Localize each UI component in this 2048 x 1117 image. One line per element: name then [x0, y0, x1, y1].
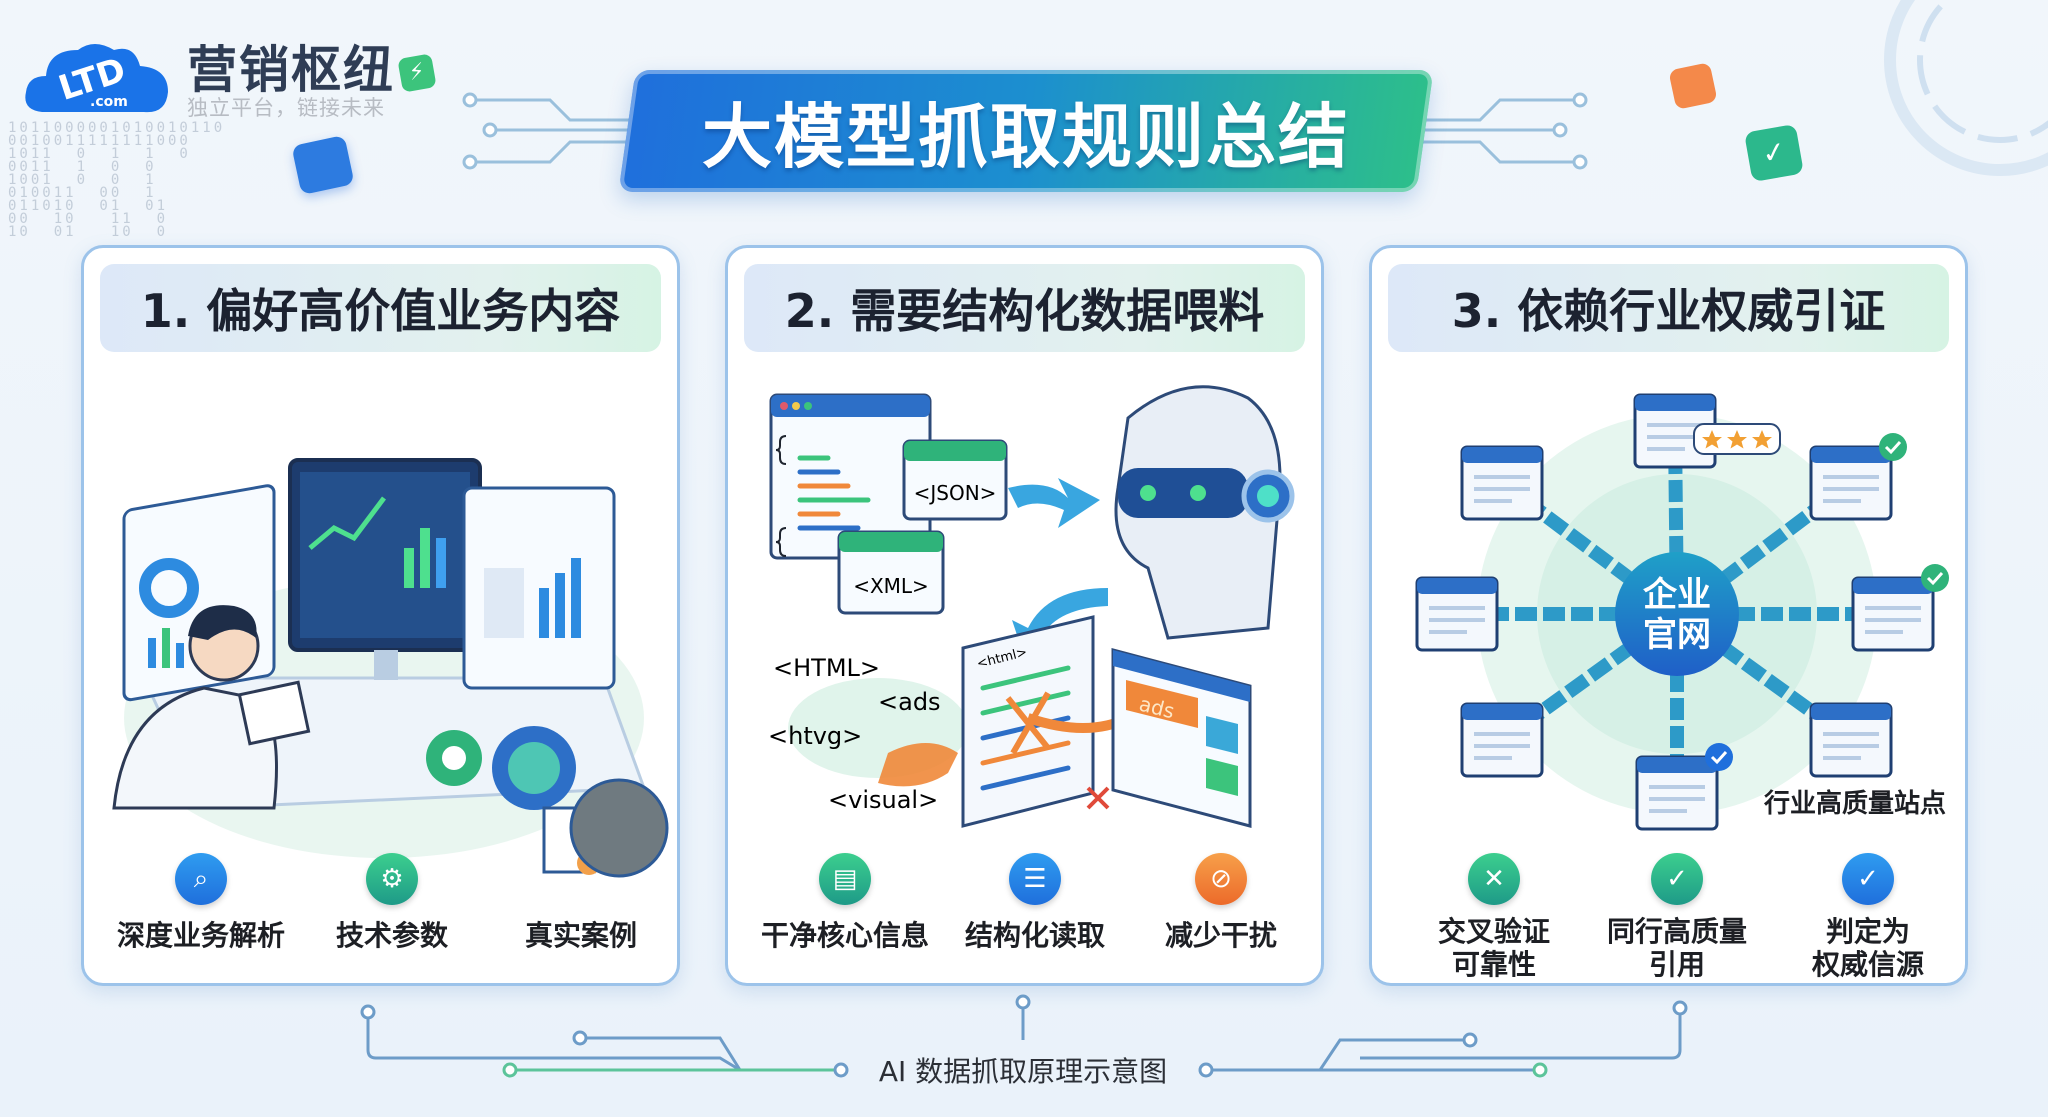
binary-background: 1011000001010010110 0010011111111000 101…: [8, 120, 226, 240]
diagram-caption: AI 数据抓取原理示意图: [878, 1055, 1168, 1088]
feature-cross-verify: ✕交叉验证可靠性: [1399, 853, 1589, 981]
nodes-label: 行业高质量站点: [1763, 788, 1946, 819]
feature-peer-citation: ✓同行高质量引用: [1582, 853, 1772, 981]
site-node: [1460, 445, 1544, 521]
html-tag-label: <HTML>: [773, 654, 880, 682]
site-node: [1809, 702, 1893, 778]
json-label: <JSON>: [914, 481, 997, 505]
main-monitor: [288, 458, 482, 680]
gear-icon: ⚙: [366, 853, 418, 905]
rating-stars: [1693, 423, 1781, 455]
circuit-lines-right: [1410, 92, 1588, 170]
ads-webpage: ads: [1111, 648, 1252, 828]
bar-chart-icon: [291, 134, 355, 196]
page-title: 大模型抓取规则总结: [702, 95, 1350, 178]
hub-circle: [1615, 552, 1739, 676]
block-icon: ⊘: [1195, 853, 1247, 905]
feature-reduce-noise: ⊘减少干扰: [1126, 853, 1316, 952]
feature-deep-analysis: ⌕深度业务解析: [106, 853, 296, 952]
site-node: [1809, 433, 1907, 521]
document-icon: ▤: [819, 853, 871, 905]
verified-badge-icon: [1705, 743, 1733, 771]
circuit-ring-decoration: [1884, 0, 2048, 176]
feature-tech-params: ⚙技术参数: [297, 853, 487, 952]
ltd-logo: LTD .com: [25, 44, 169, 113]
site-node: [1460, 702, 1544, 778]
robot-head: [1114, 385, 1295, 640]
ads-tag-label: <ads: [878, 688, 941, 716]
certificate-icon: [555, 853, 607, 905]
panel-business-content: 1. 偏好高价值业务内容 ⌕深度业务解析 ⚙技术参数 真实案例: [81, 245, 680, 986]
check-icon: ✓: [1842, 853, 1894, 905]
xml-label: <XML>: [853, 574, 929, 598]
code-window: [769, 393, 932, 560]
feature-real-cases: 真实案例: [486, 853, 676, 952]
cross-verify-icon: ✕: [1468, 853, 1520, 905]
feature-structured-reading: ☰结构化读取: [940, 853, 1130, 952]
check-icon: ✓: [1651, 853, 1703, 905]
person-figure: [112, 605, 311, 810]
feature-authority-source: ✓判定为权威信源: [1773, 853, 1963, 981]
verified-badge-icon: [1921, 564, 1949, 592]
panel-heading: 3. 依赖行业权威引证: [1388, 264, 1949, 352]
site-node: [1415, 576, 1499, 652]
reject-x-icon: [1086, 786, 1110, 810]
analyst-dashboard-illustration: [112, 458, 669, 878]
svg-text:.com: .com: [90, 94, 128, 110]
visual-tag-label: <visual>: [828, 786, 938, 814]
site-node: [1635, 743, 1733, 831]
json-window: <JSON>: [902, 439, 1008, 521]
right-screen: [462, 486, 616, 690]
hub-label-line2: 官网: [1643, 615, 1711, 655]
brand-slogan: 独立平台，链接未来: [187, 96, 385, 120]
circuit-lines-left: [462, 92, 640, 170]
site-node: [1851, 564, 1949, 652]
gear-illustration: [426, 726, 576, 810]
shield-check-icon: ✓: [1744, 123, 1804, 183]
search-icon: ⌕: [175, 853, 227, 905]
panel-heading: 2. 需要结构化数据喂料: [744, 264, 1305, 352]
verified-badge-icon: [1879, 433, 1907, 461]
brand-name: 营销枢纽: [187, 41, 395, 99]
list-icon: ☰: [1009, 853, 1061, 905]
arrow-to-robot: [1008, 478, 1100, 528]
authority-network-illustration: 企业 官网 行业高质量站点: [1415, 393, 1949, 831]
lightning-icon: ⚡: [397, 53, 437, 93]
htvg-tag-label: <htvg>: [768, 722, 862, 750]
coin-icon: [1668, 62, 1718, 110]
bottom-circuit-lines: [360, 994, 1688, 1078]
panel-industry-authority: 3. 依赖行业权威引证: [1369, 245, 1968, 986]
hub-label-line1: 企业: [1643, 575, 1711, 615]
case-certificate: [542, 778, 669, 878]
panel-structured-data: 2. 需要结构化数据喂料 <JSON> <XML> <HTML> <ads <h…: [725, 245, 1324, 986]
panel-heading: 1. 偏好高价值业务内容: [100, 264, 661, 352]
feature-clean-core-info: ▤干净核心信息: [750, 853, 940, 952]
structured-data-illustration: <JSON> <XML> <HTML> <ads <htvg> <visual>…: [768, 385, 1295, 828]
xml-window: <XML>: [837, 530, 945, 615]
